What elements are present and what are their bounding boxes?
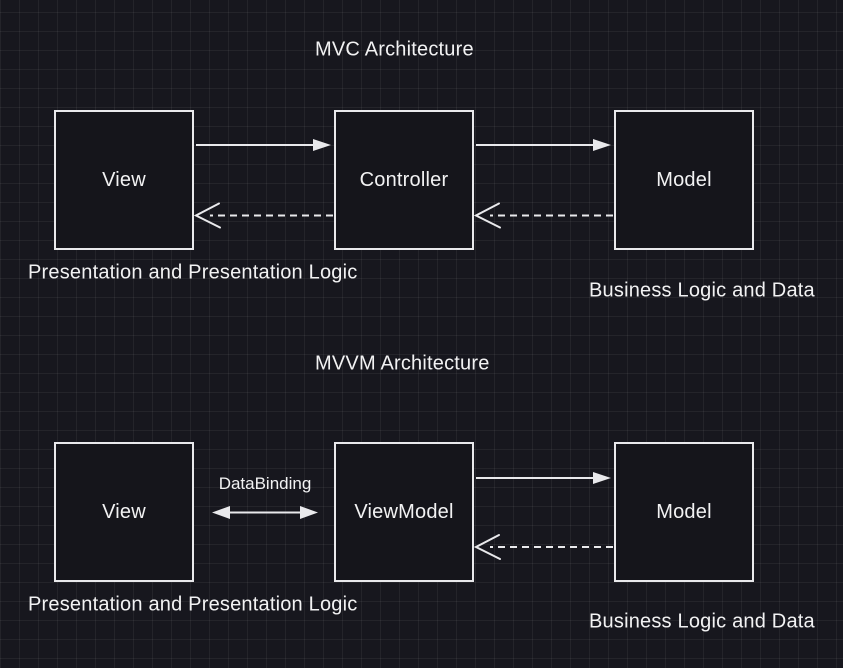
mvc-controller-label: Controller (359, 168, 449, 191)
mvvm-view-label: View (102, 500, 146, 523)
mvc-controller-box: Controller (334, 110, 474, 250)
mvvm-caption-presentation: Presentation and Presentation Logic (28, 593, 358, 616)
mvvm-arrow-view-viewmodel-doublearrow (212, 506, 318, 519)
mvvm-view-box: View (54, 442, 194, 582)
mvc-view-label: View (102, 168, 146, 191)
mvc-arrow-controller-to-view (193, 202, 333, 229)
mvc-caption-business-logic: Business Logic and Data (589, 279, 815, 302)
mvvm-title: MVVM Architecture (315, 352, 490, 375)
mvvm-databinding-label: DataBinding (218, 474, 312, 493)
mvc-arrow-controller-to-model (476, 139, 611, 151)
mvvm-arrow-model-to-viewmodel (473, 534, 613, 560)
mvvm-caption-business-logic: Business Logic and Data (589, 610, 815, 633)
mvvm-model-box: Model (614, 442, 754, 582)
mvc-arrow-model-to-controller (473, 202, 613, 229)
mvc-arrow-view-to-controller (196, 139, 331, 151)
mvc-title: MVC Architecture (315, 38, 474, 61)
mvc-view-box: View (54, 110, 194, 250)
mvc-caption-presentation: Presentation and Presentation Logic (28, 261, 358, 284)
mvvm-arrow-viewmodel-to-model (476, 472, 611, 484)
mvvm-viewmodel-label: ViewModel (354, 500, 454, 523)
mvvm-viewmodel-box: ViewModel (334, 442, 474, 582)
mvc-model-box: Model (614, 110, 754, 250)
mvvm-model-label: Model (656, 500, 712, 523)
mvc-model-label: Model (656, 168, 712, 191)
